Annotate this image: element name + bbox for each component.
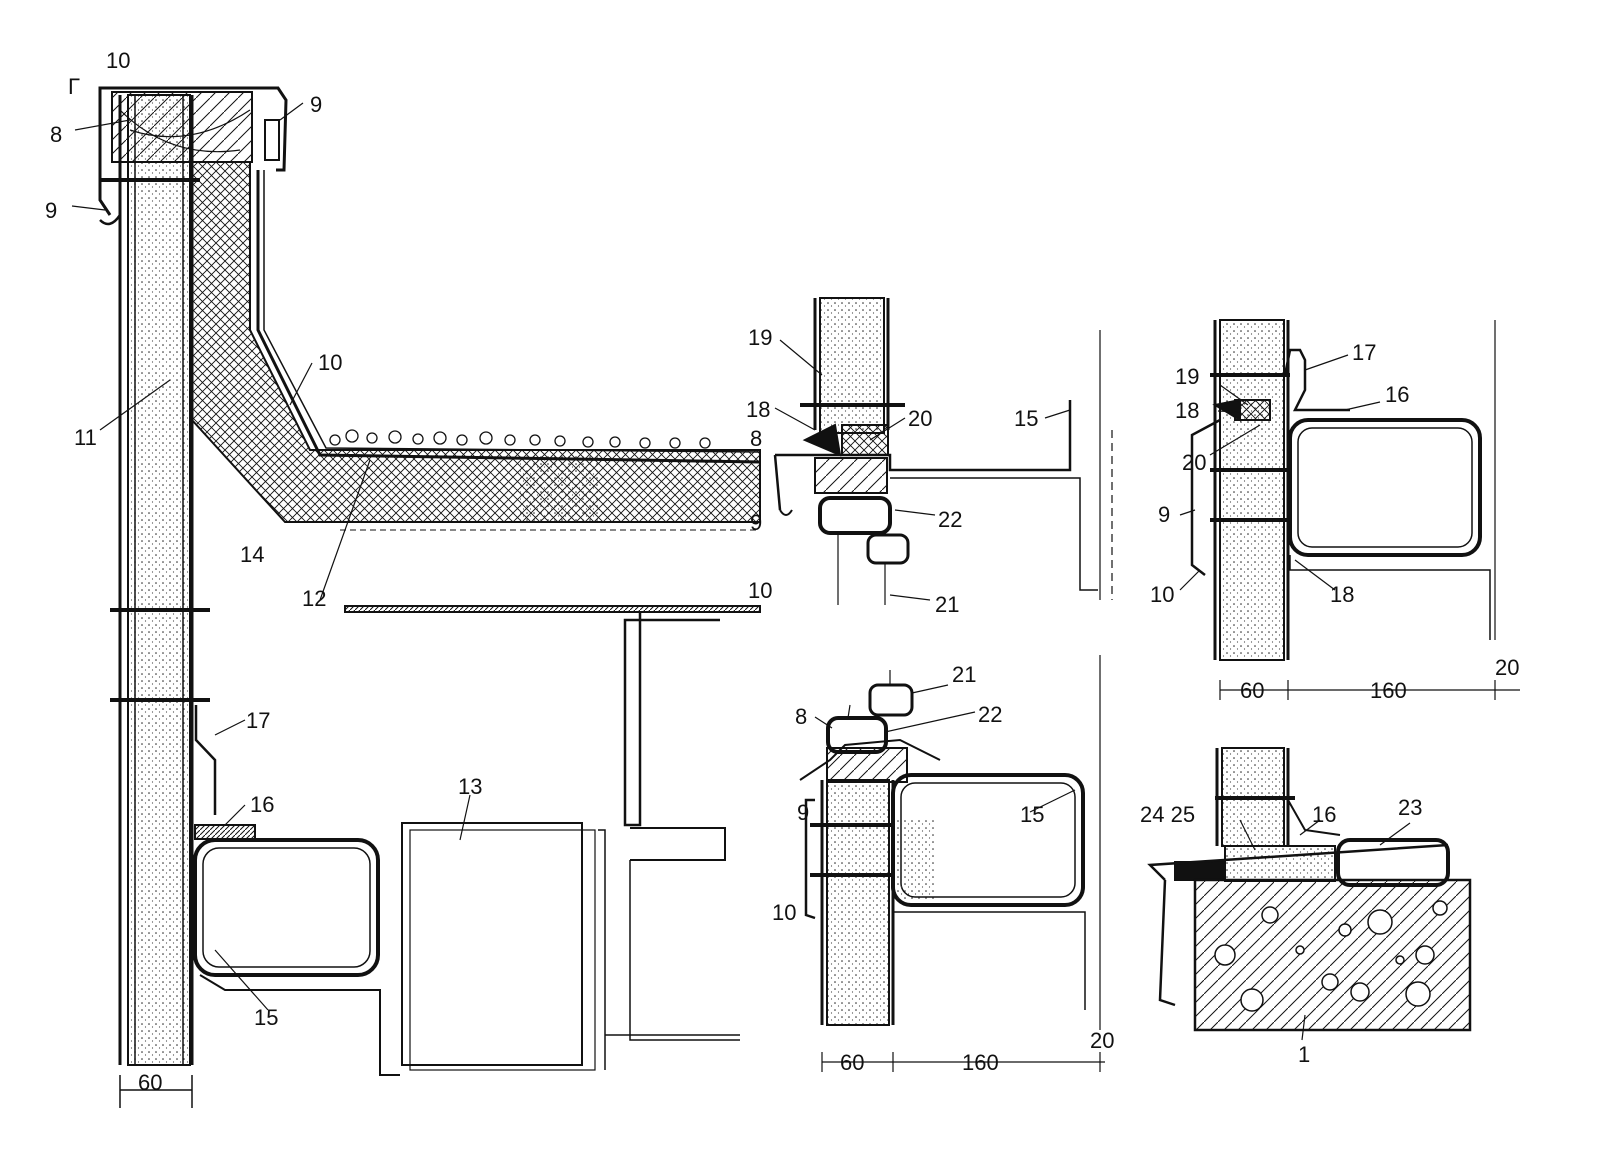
detail-4-labels: 24 25 16 23 1 [1140,795,1422,1067]
label-20: 20 [908,406,932,431]
dimension-60: 60 [138,1070,162,1095]
detail-3 [799,655,1105,1072]
label-23: 23 [1398,795,1422,820]
wall-panel [819,297,885,434]
label-8: 8 [750,426,762,451]
label-10: 10 [772,900,796,925]
label-15: 15 [1020,802,1044,827]
label-21: 21 [952,662,976,687]
detail-3-labels: 21 8 22 9 15 10 60 160 20 [772,662,1114,1075]
label-11: 11 [74,425,97,450]
gutter-tube [826,716,888,754]
label-9: 9 [1158,502,1170,527]
label-9: 9 [310,92,322,117]
label-16: 16 [1385,382,1409,407]
timber-block [111,91,253,163]
detail-2 [1179,319,1520,700]
detail-2-labels: 17 19 16 18 20 9 10 18 60 160 20 [1150,340,1519,703]
label-10: 10 [1150,582,1174,607]
label-24-25: 24 25 [1140,802,1195,827]
label-9: 9 [750,510,762,535]
wall-panel [826,779,890,1026]
timber-block [814,457,888,494]
detail-1 [773,297,1113,605]
gutter-tube [818,496,892,535]
dimension-160: 160 [962,1050,999,1075]
main-labels: Г 10 9 8 9 10 11 14 12 17 16 15 13 60 [45,48,482,1095]
rhs-tube [891,773,1085,907]
label-10: 10 [748,578,772,603]
capping-flashing [98,86,288,216]
label-10: 10 [106,48,130,73]
label-16: 16 [1312,802,1336,827]
dimension-160: 160 [1370,678,1407,703]
label-8: 8 [795,704,807,729]
gutter-tube [868,683,914,717]
label-13: 13 [458,774,482,799]
label-19: 19 [748,325,772,350]
label-17: 17 [1352,340,1376,365]
label-8: 8 [50,122,62,147]
gravel [329,429,711,449]
label-21: 21 [935,592,959,617]
insulation [191,161,761,523]
wall-panel [127,94,191,1066]
label-1: 1 [1298,1042,1310,1067]
detail-1-labels: 19 18 20 15 8 9 22 10 21 [746,325,1038,617]
rhs-tube [193,838,380,977]
label-9: 9 [797,800,809,825]
roof-beam [623,612,720,827]
label-22: 22 [978,702,1002,727]
label-15: 15 [1014,406,1038,431]
main-detail [71,86,761,1108]
steel-deck [344,605,761,613]
dimension-60: 60 [840,1050,864,1075]
gutter-tube [866,533,910,565]
dimension-60: 60 [1240,678,1264,703]
label-22: 22 [938,507,962,532]
label-14: 14 [240,542,264,567]
label-16: 16 [250,792,274,817]
label-9: 9 [45,198,57,223]
label-18: 18 [1330,582,1354,607]
bolt [264,119,280,161]
column [401,822,583,1066]
label-17: 17 [246,708,270,733]
label-18: 18 [746,397,770,422]
label-20: 20 [1182,450,1206,475]
label-g: Г [68,74,80,99]
label-15: 15 [254,1005,278,1030]
label-18: 18 [1175,398,1199,423]
label-19: 19 [1175,364,1199,389]
label-10: 10 [318,350,342,375]
rhs-tube [1288,418,1482,557]
label-12: 12 [302,586,326,611]
wall-panel [1219,319,1285,661]
detail-4 [1147,747,1472,1041]
aggregate [1214,900,1448,1012]
dimension-20: 20 [1090,1028,1114,1053]
dimension-20: 20 [1495,655,1519,680]
roof-membrane [256,170,761,464]
